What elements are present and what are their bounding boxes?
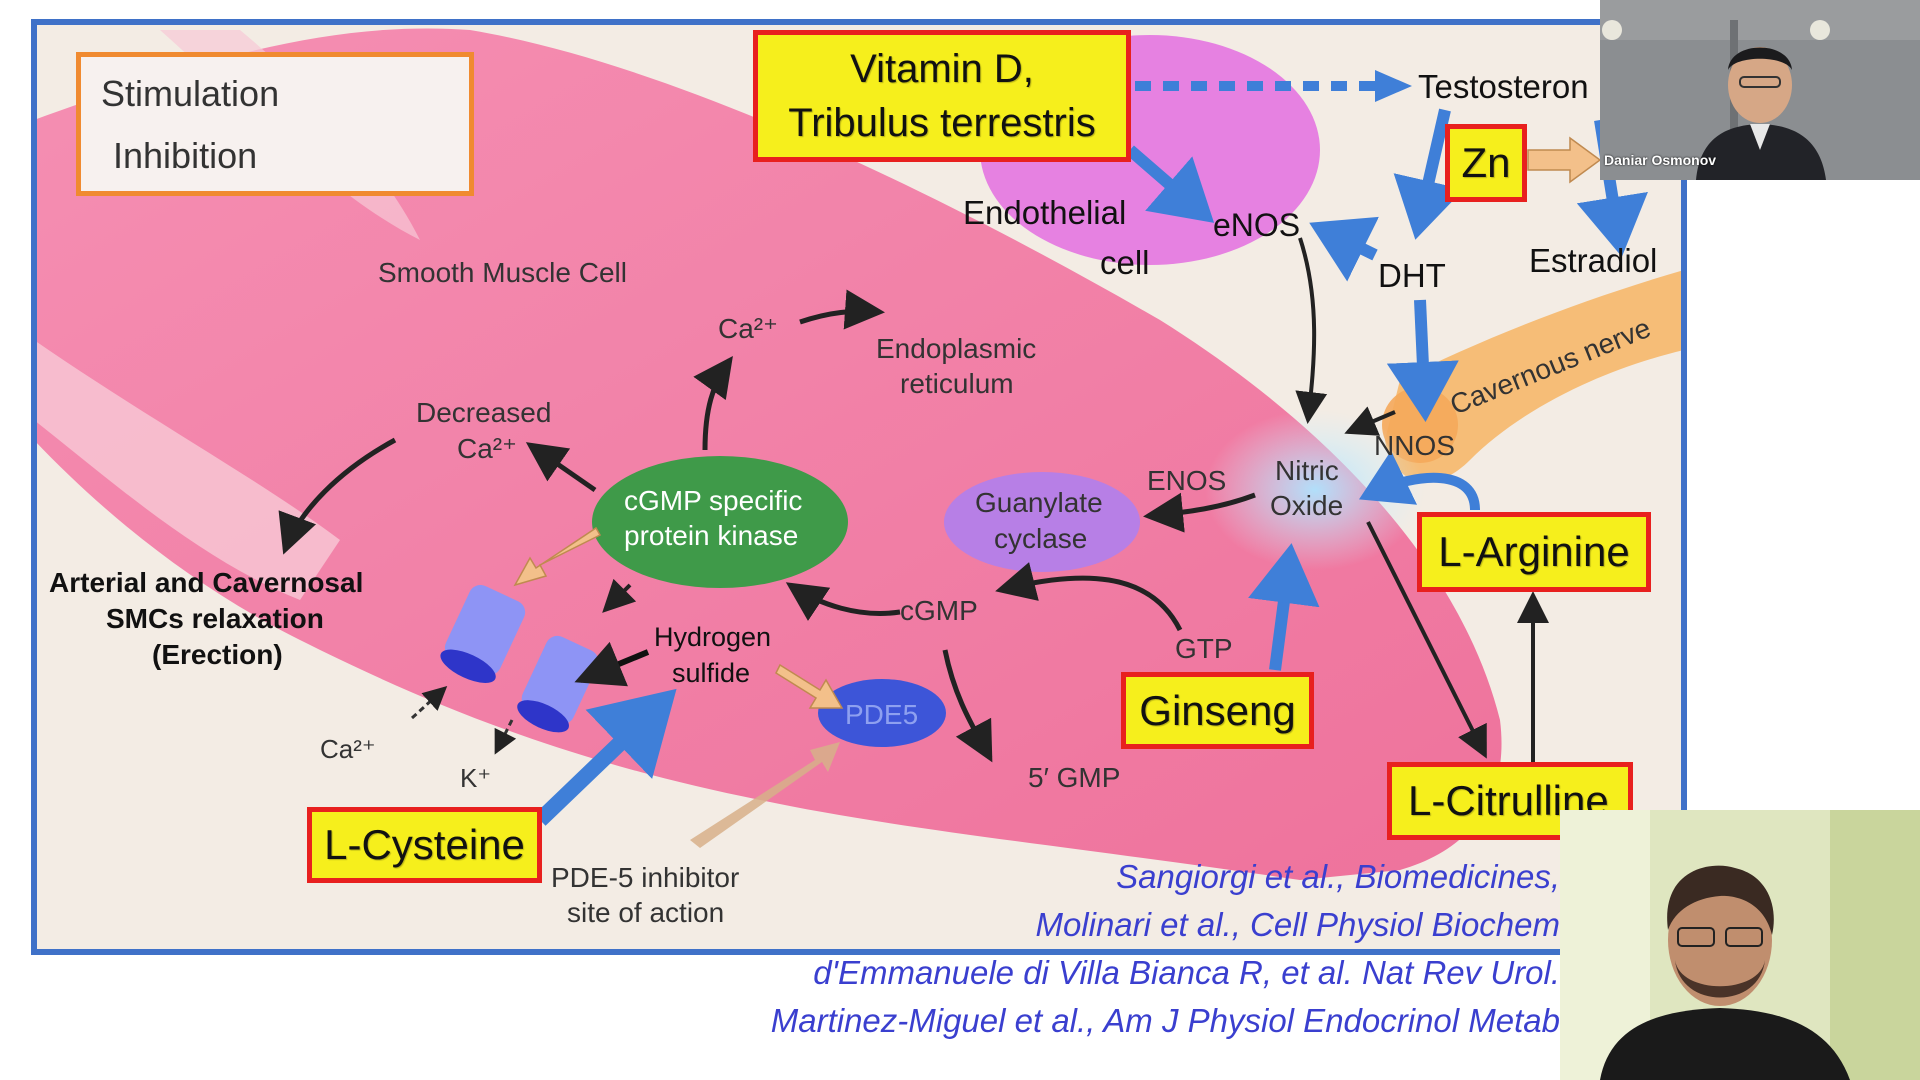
pde5-site-label: PDE-5 inhibitor [551, 862, 739, 893]
k-channel-label: K⁺ [460, 763, 491, 793]
slide-border [31, 19, 1687, 955]
l-cysteine-box: L-Cysteine [307, 807, 542, 883]
relaxation-label-2: SMCs relaxation [106, 603, 324, 634]
estradiol-label: Estradiol [1529, 242, 1657, 279]
dht-label: DHT [1378, 257, 1446, 294]
zn-box: Zn [1445, 124, 1527, 202]
participant-video-tile-1[interactable]: Daniar Osmonov [1600, 0, 1920, 180]
participant-video-frame-1 [1600, 0, 1920, 180]
nitric-label: Nitric [1275, 455, 1339, 486]
testosterone-label: Testosteron [1418, 68, 1589, 105]
zn-label: Zn [1461, 139, 1511, 186]
legend: Stimulation Inhibition [76, 52, 474, 196]
endothelial-cell-label: cell [1100, 244, 1150, 281]
relaxation-label: Arterial and Cavernosal [49, 567, 363, 598]
enos-lower-label: ENOS [1147, 465, 1226, 496]
enos-upper-label: eNOS [1213, 207, 1300, 243]
ginseng-box: Ginseng [1121, 672, 1314, 749]
cavernous-nerve-shape [1385, 270, 1684, 482]
participant-name-1: Daniar Osmonov [1604, 152, 1717, 168]
nnos-label: NNOS [1374, 430, 1455, 461]
pkg-label-2: protein kinase [624, 520, 798, 551]
ginseng-label: Ginseng [1139, 686, 1296, 734]
guanylate-cyclase-shape [944, 472, 1140, 572]
citation-3: d'Emmanuele di Villa Bianca R, et al. Na… [813, 954, 1560, 991]
pkg-label: cGMP specific [624, 485, 802, 516]
h2s-label-2: sulfide [672, 658, 750, 688]
pde5-label: PDE5 [845, 699, 918, 730]
pde5-site-label-2: site of action [567, 897, 724, 928]
citation-4: Martinez-Miguel et al., Am J Physiol End… [770, 1002, 1560, 1039]
er-label-2: reticulum [900, 368, 1014, 399]
citation-1: Sangiorgi et al., Biomedicines, [1116, 858, 1560, 895]
5gmp-label: 5′ GMP [1028, 762, 1120, 793]
participant-video-frame-2 [1560, 810, 1920, 1080]
endothelial-label: Endothelial [963, 194, 1126, 231]
l-cysteine-label: L-Cysteine [324, 821, 525, 868]
l-arginine-box: L-Arginine [1417, 512, 1651, 592]
pde5-shape [818, 679, 946, 747]
ion-channel-ca [440, 585, 526, 683]
relaxation-label-3: (Erection) [152, 639, 283, 670]
vitamin-d-line1: Vitamin D, [850, 47, 1034, 91]
h2s-label: Hydrogen [654, 622, 771, 652]
ca-er-label: Ca²⁺ [718, 313, 778, 344]
vitamin-d-box: Vitamin D, Tribulus terrestris [753, 30, 1131, 162]
cgmp-label: cGMP [900, 595, 978, 626]
gtp-label: GTP [1175, 633, 1233, 664]
decreased-ca-label: Ca²⁺ [457, 433, 517, 464]
decreased-label: Decreased [416, 397, 551, 428]
legend-inhibition: Inhibition [113, 135, 258, 176]
ca-channel-label: Ca²⁺ [320, 734, 376, 764]
guanylate-label: Guanylate [975, 487, 1103, 518]
protein-kinase-shape [592, 456, 848, 588]
oxide-label: Oxide [1270, 490, 1343, 521]
vitamin-d-line2: Tribulus terrestris [788, 101, 1096, 145]
cyclase-label: cyclase [994, 523, 1087, 554]
citation-2: Molinari et al., Cell Physiol Biochem [1035, 906, 1560, 943]
er-label: Endoplasmic [876, 333, 1036, 364]
legend-stimulation: Stimulation [101, 73, 280, 114]
l-arginine-label: L-Arginine [1438, 528, 1630, 575]
smooth-muscle-cell [34, 28, 1502, 880]
participant-video-tile-2[interactable] [1560, 810, 1920, 1080]
smooth-muscle-label: Smooth Muscle Cell [378, 257, 627, 288]
